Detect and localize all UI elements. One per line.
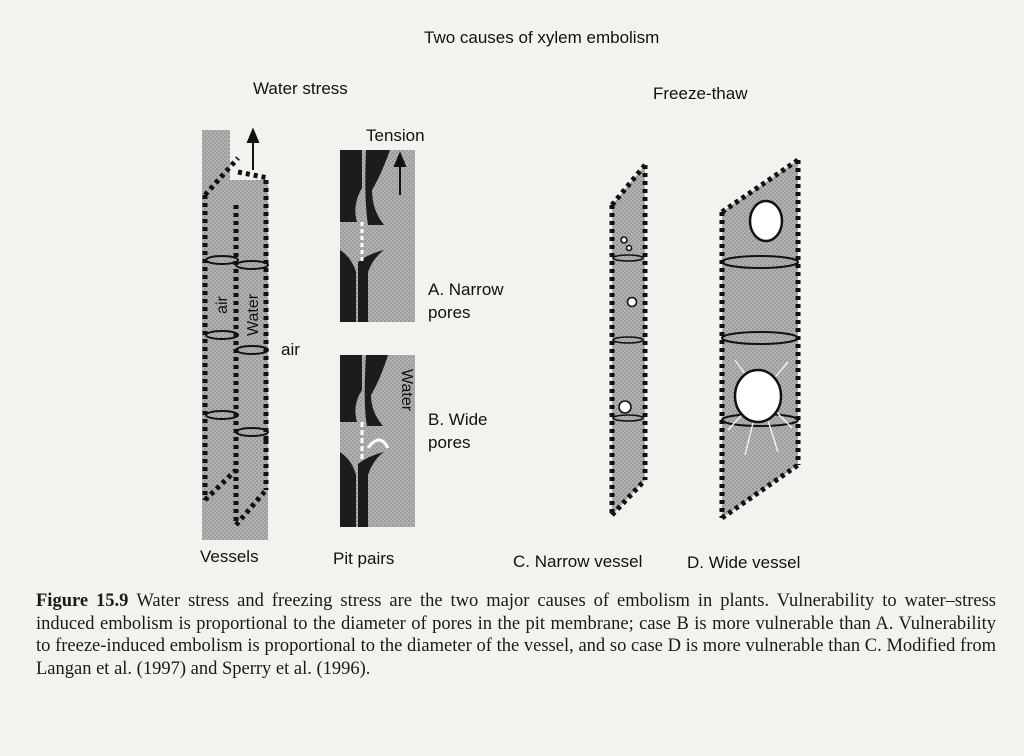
water-stress-heading: Water stress — [253, 79, 348, 98]
wide-vessel-drawing — [719, 157, 801, 521]
xylem-embolism-diagram: air Water Water — [202, 127, 801, 540]
case-b-label-line1: B. Wide — [428, 410, 488, 429]
freeze-thaw-heading: Freeze-thaw — [653, 84, 748, 103]
figure-label: Figure 15.9 — [36, 591, 129, 611]
air-inside-label: air — [214, 295, 231, 313]
diagram-title: Two causes of xylem embolism — [424, 28, 660, 47]
case-a-label-line1: A. Narrow — [428, 280, 504, 299]
vessels-label: Vessels — [200, 547, 259, 566]
vessels-drawing: air Water — [202, 127, 269, 540]
air-outside-label: air — [281, 340, 300, 359]
pit-pair-wide: Water — [340, 355, 415, 527]
wide-vessel-label: D. Wide vessel — [687, 553, 801, 572]
tension-label: Tension — [366, 126, 425, 145]
pit-pair-narrow — [340, 150, 415, 322]
water-inside-label: Water — [245, 293, 262, 336]
case-b-label-line2: pores — [428, 433, 471, 452]
caption-text: Water stress and freezing stress are the… — [36, 591, 996, 679]
water-pit-label: Water — [398, 369, 415, 412]
narrow-vessel-drawing — [609, 163, 648, 517]
case-a-label-line2: pores — [428, 303, 471, 322]
pit-pairs-label: Pit pairs — [333, 549, 395, 568]
narrow-vessel-label: C. Narrow vessel — [513, 552, 643, 571]
